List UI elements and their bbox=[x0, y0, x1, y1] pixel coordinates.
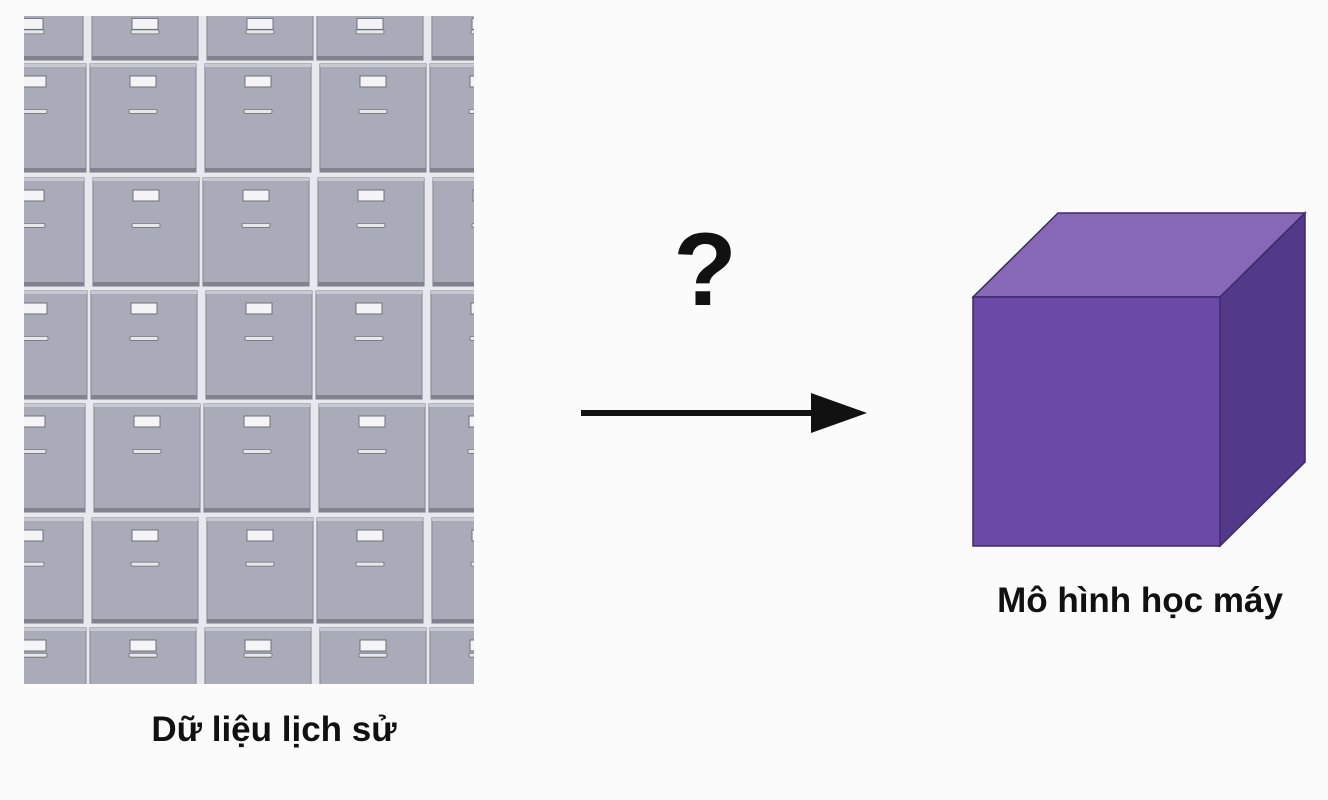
drawer-handle bbox=[130, 561, 160, 567]
file-cabinet-drawers-icon bbox=[24, 16, 474, 684]
drawer-label bbox=[24, 75, 47, 88]
drawer-face bbox=[432, 177, 474, 287]
drawer-label bbox=[129, 639, 157, 652]
drawer-handle bbox=[355, 561, 385, 567]
drawer-label bbox=[245, 302, 273, 315]
drawer-label bbox=[24, 302, 48, 315]
drawer-handle bbox=[24, 652, 48, 658]
drawer-label bbox=[356, 529, 384, 542]
drawer-handle bbox=[24, 561, 45, 567]
drawer-handle bbox=[355, 29, 385, 35]
drawer-handle bbox=[469, 335, 474, 341]
drawer-label bbox=[468, 415, 474, 428]
drawer-handle bbox=[24, 222, 46, 228]
drawer-handle bbox=[243, 108, 273, 114]
drawer-handle bbox=[128, 652, 158, 658]
drawer-label bbox=[130, 302, 158, 315]
drawer-handle bbox=[358, 108, 388, 114]
drawer-label bbox=[24, 17, 44, 30]
drawer-label bbox=[244, 75, 272, 88]
drawer-handle bbox=[468, 108, 474, 114]
historical-data-caption: Dữ liệu lịch sử bbox=[151, 710, 397, 749]
drawer-handle bbox=[130, 29, 160, 35]
drawer-handle bbox=[357, 448, 387, 454]
drawer-handle bbox=[470, 561, 474, 567]
drawer-handle bbox=[242, 448, 272, 454]
drawer-face bbox=[431, 517, 474, 624]
drawer-face bbox=[430, 290, 474, 400]
drawer-label bbox=[359, 75, 387, 88]
drawer-label bbox=[24, 639, 47, 652]
drawer-handle bbox=[470, 29, 474, 35]
purple-cube-icon bbox=[971, 211, 1307, 548]
drawer-handle bbox=[358, 652, 388, 658]
drawer-label bbox=[472, 189, 474, 202]
drawer-label bbox=[246, 529, 274, 542]
drawer-label bbox=[358, 415, 386, 428]
drawer-handle bbox=[24, 108, 48, 114]
drawer-handle bbox=[245, 561, 275, 567]
drawer-label bbox=[131, 529, 159, 542]
drawer-face bbox=[24, 177, 85, 287]
drawer-handle bbox=[244, 335, 274, 341]
drawer-label bbox=[131, 17, 159, 30]
drawer-label bbox=[244, 639, 272, 652]
drawer-handle bbox=[132, 448, 162, 454]
drawer-label bbox=[356, 17, 384, 30]
drawer-label bbox=[471, 17, 474, 30]
drawer-handle bbox=[243, 652, 273, 658]
right-arrow-icon bbox=[581, 393, 867, 433]
drawer-label bbox=[357, 189, 385, 202]
question-mark: ? bbox=[673, 212, 737, 328]
drawer-handle bbox=[129, 335, 159, 341]
drawer-label bbox=[246, 17, 274, 30]
drawer-label bbox=[242, 189, 270, 202]
drawer-face bbox=[428, 403, 474, 513]
drawer-face bbox=[429, 627, 474, 684]
drawer-handle bbox=[128, 108, 158, 114]
drawer-label bbox=[129, 75, 157, 88]
drawer-face bbox=[431, 16, 474, 61]
drawer-label bbox=[359, 639, 387, 652]
drawer-handle bbox=[468, 652, 474, 658]
drawer-label bbox=[243, 415, 271, 428]
drawer-handle bbox=[241, 222, 271, 228]
drawer-label bbox=[133, 415, 161, 428]
drawer-handle bbox=[467, 448, 474, 454]
drawer-handle bbox=[24, 448, 47, 454]
drawer-handle bbox=[24, 335, 49, 341]
drawer-label bbox=[132, 189, 160, 202]
drawer-label bbox=[469, 639, 474, 652]
drawer-label bbox=[24, 189, 45, 202]
drawer-handle bbox=[356, 222, 386, 228]
drawer-handle bbox=[24, 29, 45, 35]
drawer-handle bbox=[471, 222, 474, 228]
drawer-label bbox=[24, 529, 44, 542]
drawer-handle bbox=[245, 29, 275, 35]
ml-model-caption: Mô hình học máy bbox=[997, 581, 1283, 620]
drawer-label bbox=[355, 302, 383, 315]
drawer-face bbox=[429, 63, 474, 173]
drawer-handle bbox=[354, 335, 384, 341]
drawer-label bbox=[470, 302, 474, 315]
drawer-label bbox=[24, 415, 46, 428]
drawer-handle bbox=[131, 222, 161, 228]
drawer-label bbox=[471, 529, 474, 542]
drawer-label bbox=[469, 75, 474, 88]
file-cabinet-image bbox=[24, 16, 474, 684]
